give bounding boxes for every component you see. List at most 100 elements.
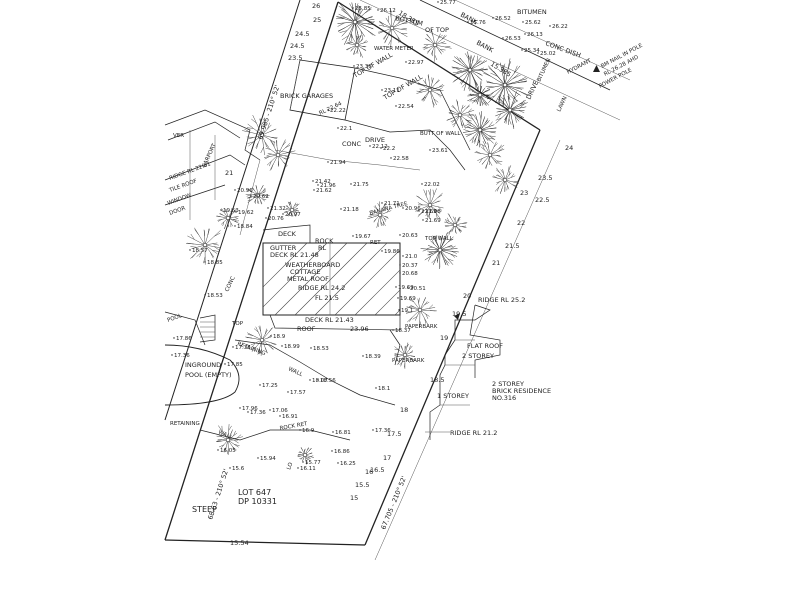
- spot-level-dot: [259, 384, 261, 386]
- spot-level-dot: [224, 363, 226, 365]
- label-ridge-rl: RIDGE RL 24.2: [298, 284, 345, 292]
- spot-level: 25.77: [440, 0, 456, 6]
- spot-level-dot: [350, 183, 352, 185]
- spot-level-dot: [234, 189, 236, 191]
- spot-level-dot: [418, 210, 420, 212]
- label-top-wall: TOP WALL: [424, 236, 454, 242]
- contour-label: 23.5: [288, 54, 302, 62]
- tree-icon: [335, 2, 376, 45]
- label-roof-rl: 23.96: [350, 325, 369, 333]
- spot-level: 21.18: [343, 207, 359, 213]
- label-no-316: NO.316: [492, 394, 516, 402]
- spot-level: 21.94: [330, 160, 346, 166]
- spot-level: 19.53: [223, 208, 239, 214]
- boundary-bottom: 15.54: [230, 539, 249, 547]
- spot-level: 26.12: [380, 8, 396, 14]
- neighbour-right: [425, 304, 501, 440]
- label-ver: VER: [173, 133, 184, 139]
- label-rock-ret: ROCK RET: [279, 421, 308, 432]
- label-metal-roof: METAL ROOF: [287, 275, 329, 283]
- spot-level: 23.61: [432, 148, 448, 154]
- spot-level-dot: [269, 409, 271, 411]
- contour-label: 18: [400, 406, 408, 414]
- spot-level: 18.39: [365, 354, 381, 360]
- tree-icon: [215, 424, 243, 455]
- label-ridge-rl-21: RIDGE RL 21.2: [450, 429, 497, 437]
- spot-level: 17.36: [375, 428, 391, 434]
- cottage: [262, 224, 401, 331]
- spot-level-dot: [270, 335, 272, 337]
- spot-level: 17.25: [262, 383, 278, 389]
- spot-level-dot: [204, 294, 206, 296]
- spot-level: 21.0: [405, 254, 418, 260]
- spot-level-dot: [392, 329, 394, 331]
- label-top: TOP: [231, 321, 244, 327]
- spot-level-dot: [407, 287, 409, 289]
- spot-level: 20.96: [237, 188, 253, 194]
- spot-level-dot: [217, 449, 219, 451]
- spot-level-dot: [422, 210, 424, 212]
- spot-level: 26.22: [552, 24, 568, 30]
- spot-level: 15.94: [260, 456, 276, 462]
- bm-marker: [593, 65, 600, 72]
- contour-label: 20: [463, 292, 471, 300]
- spot-level-dot: [299, 429, 301, 431]
- tree-icon: [481, 58, 530, 107]
- tree-icon: [297, 447, 315, 465]
- spot-level: 22.97: [408, 60, 424, 66]
- label-ridge-rl-right: RIDGE RL 25.2: [478, 296, 525, 304]
- label-bitumen-drive: BITUMEN: [536, 58, 552, 83]
- spot-level-dot: [381, 250, 383, 252]
- spot-level-dot: [395, 286, 397, 288]
- spot-level-dot: [297, 467, 299, 469]
- label-conc: CONC: [342, 140, 362, 148]
- spot-level-dot: [229, 467, 231, 469]
- spot-level: 21.62: [316, 188, 332, 194]
- tree-icon: [283, 201, 300, 217]
- spot-level: 15.77: [305, 460, 321, 466]
- label-conc-left: CONC: [224, 276, 236, 293]
- spot-level-dot: [380, 147, 382, 149]
- spot-level: 22.54: [398, 104, 414, 110]
- spot-level-dot: [467, 21, 469, 23]
- label-ret: RET: [370, 240, 381, 246]
- spot-level-dot: [402, 255, 404, 257]
- label-roof: ROOF: [297, 325, 316, 333]
- contour-label: 24: [565, 144, 573, 152]
- spot-level-dot: [189, 249, 191, 251]
- spot-level: 17.36: [174, 353, 190, 359]
- spot-level: 18.99: [284, 344, 300, 350]
- plan-labels: BITUMEN BANK BOTTOM OF TOP BANK CONC DIS…: [167, 8, 645, 514]
- spot-level: 16.86: [334, 449, 350, 455]
- spot-level: 19.69: [398, 285, 414, 291]
- contour-label: 21.5: [505, 242, 519, 250]
- contour-label: 15: [350, 494, 358, 502]
- spot-level-dot: [422, 219, 424, 221]
- tree-icon: [420, 232, 459, 270]
- spot-level-dot: [235, 211, 237, 213]
- tree-icon: [367, 201, 392, 228]
- spot-level: 21.69: [425, 218, 441, 224]
- spot-level-dot: [232, 346, 234, 348]
- label-brick-residence: BRICK RESIDENCE: [492, 387, 551, 395]
- tree-icon: [474, 140, 505, 169]
- spot-level-dot: [281, 345, 283, 347]
- tree-icon: [245, 325, 277, 356]
- contour-label: 22: [517, 219, 525, 227]
- spot-level-dot: [173, 337, 175, 339]
- spot-level-dot: [171, 354, 173, 356]
- spot-level-dot: [327, 109, 329, 111]
- neighbour-left: [164, 109, 261, 346]
- spot-level: 20.97: [285, 212, 301, 218]
- label-of-top: OF TOP: [425, 26, 449, 34]
- spot-level-dot: [257, 457, 259, 459]
- label-bottom: BOTTOM: [395, 14, 424, 28]
- spot-level: 20.51: [410, 286, 426, 292]
- spot-level-dot: [250, 195, 252, 197]
- label-fl: FL 21.5: [315, 294, 339, 302]
- tree-icon: [263, 139, 296, 171]
- label-drive: DRIVE: [365, 136, 385, 144]
- spot-level: 16.91: [282, 414, 298, 420]
- spot-level-dot: [381, 89, 383, 91]
- label-drive-right: DRIVE: [525, 79, 541, 101]
